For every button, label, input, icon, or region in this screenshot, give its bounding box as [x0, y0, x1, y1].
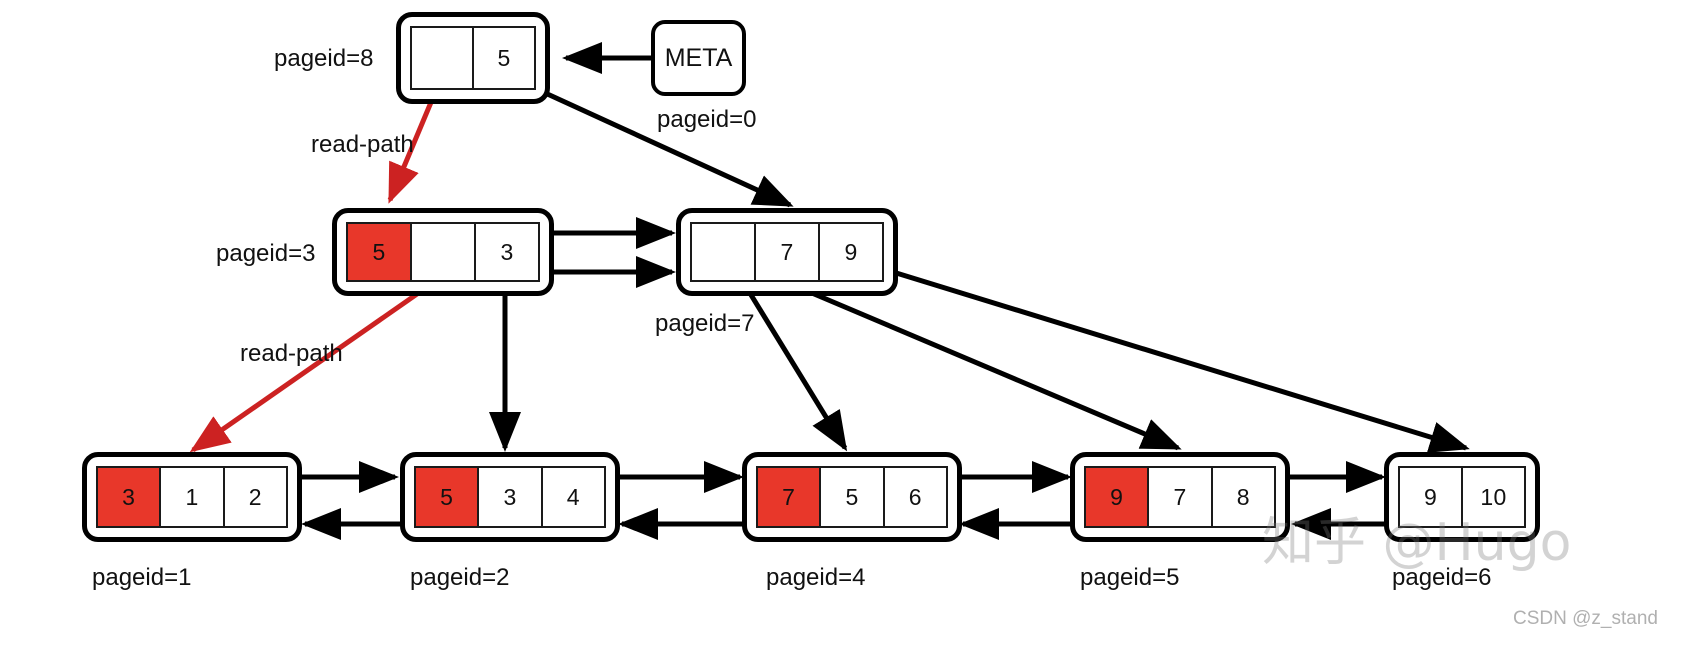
label-pageid-8: pageid=8 [274, 45, 374, 72]
label-pageid-0: pageid=0 [657, 106, 757, 133]
node-page4[interactable]: 7 5 6 [742, 452, 962, 542]
cell-page4-1[interactable]: 5 [821, 468, 885, 526]
node-page2[interactable]: 5 3 4 [400, 452, 620, 542]
node-page8[interactable]: 5 [396, 12, 550, 104]
cell-page6-1[interactable]: 10 [1463, 468, 1524, 526]
cell-page5-1[interactable]: 7 [1149, 468, 1213, 526]
cell-page4-2[interactable]: 6 [884, 468, 946, 526]
cell-page5-2[interactable]: 8 [1212, 468, 1274, 526]
cell-page2-2[interactable]: 4 [542, 468, 604, 526]
cell-page1-0[interactable]: 3 [98, 468, 162, 526]
node-page5-cells: 9 7 8 [1084, 466, 1276, 528]
cell-page8-1[interactable]: 5 [474, 28, 534, 88]
edge-page7-to-page5 [799, 285, 1182, 451]
watermark-csdn: CSDN @z_stand [1513, 608, 1658, 629]
label-pageid-1: pageid=1 [92, 564, 192, 591]
node-page8-cells: 5 [410, 26, 536, 90]
label-pageid-4: pageid=4 [766, 564, 866, 591]
cell-page7-2[interactable]: 9 [820, 224, 882, 280]
watermark-zhihu: 知乎 @Hugo [1262, 513, 1572, 573]
label-pageid-7: pageid=7 [655, 310, 755, 337]
cell-page3-1[interactable] [412, 224, 476, 280]
cell-page3-0[interactable]: 5 [348, 224, 412, 280]
node-page2-cells: 5 3 4 [414, 466, 606, 528]
node-page1-cells: 3 1 2 [96, 466, 288, 528]
cell-page4-0[interactable]: 7 [758, 468, 822, 526]
node-page4-cells: 7 5 6 [756, 466, 948, 528]
annotation-read-path-2: read-path [240, 340, 343, 367]
cell-page7-1[interactable]: 7 [756, 224, 820, 280]
label-pageid-6: pageid=6 [1392, 564, 1492, 591]
cell-page2-0[interactable]: 5 [416, 468, 480, 526]
node-page1[interactable]: 3 1 2 [82, 452, 302, 542]
label-pageid-5: pageid=5 [1080, 564, 1180, 591]
cell-page8-0[interactable] [412, 28, 474, 88]
annotation-read-path-1: read-path [311, 131, 414, 158]
node-meta[interactable]: META [651, 20, 746, 96]
label-pageid-2: pageid=2 [410, 564, 510, 591]
node-page7-cells: 7 9 [690, 222, 884, 282]
edge-page7-to-page6 [892, 269, 1470, 453]
cell-page6-0[interactable]: 9 [1400, 468, 1463, 526]
cell-page5-0[interactable]: 9 [1086, 468, 1150, 526]
node-page3-cells: 5 3 [346, 222, 540, 282]
cell-page1-1[interactable]: 1 [161, 468, 225, 526]
edge-page7-to-page4 [745, 288, 848, 452]
cell-page2-1[interactable]: 3 [479, 468, 543, 526]
node-page7[interactable]: 7 9 [676, 208, 898, 296]
label-pageid-3: pageid=3 [216, 240, 316, 267]
cell-page3-2[interactable]: 3 [476, 224, 538, 280]
node-page5[interactable]: 9 7 8 [1070, 452, 1290, 542]
meta-label: META [664, 43, 733, 72]
cell-page1-2[interactable]: 2 [224, 468, 286, 526]
node-page3[interactable]: 5 3 [332, 208, 554, 296]
node-page6-cells: 9 10 [1398, 466, 1526, 528]
node-page6[interactable]: 9 10 [1384, 452, 1540, 542]
cell-page7-0[interactable] [692, 224, 756, 280]
